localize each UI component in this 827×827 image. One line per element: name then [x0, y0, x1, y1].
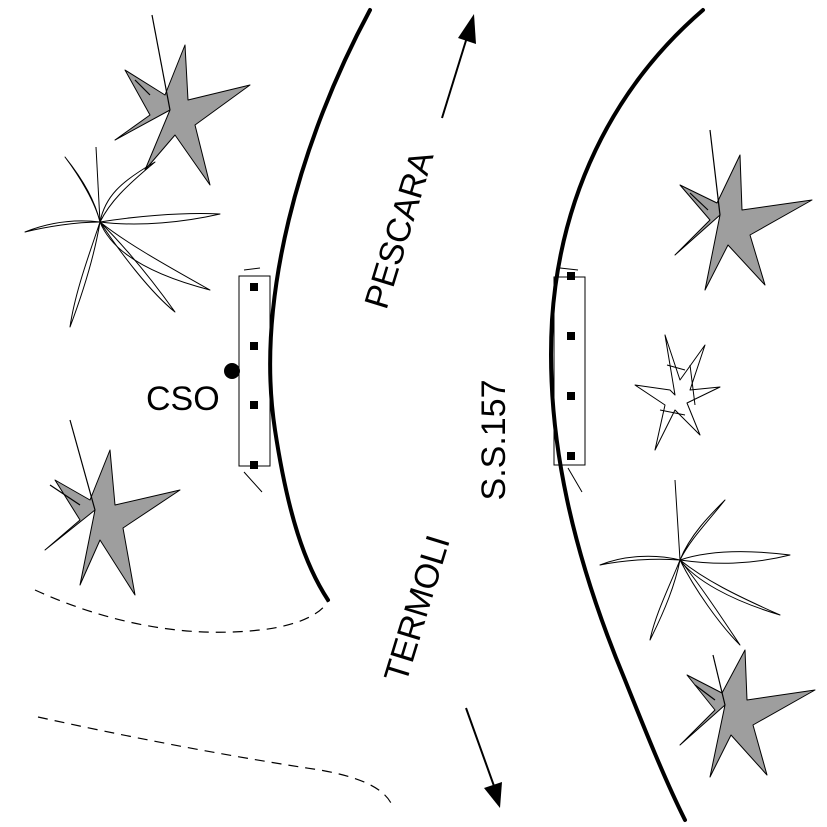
road-label: S.S.157	[475, 380, 513, 501]
plant-outline-right-small	[634, 334, 721, 451]
dashed-boundary-upper	[34, 589, 329, 633]
plant-outline-left	[24, 146, 221, 328]
cso-label: CSO	[146, 380, 220, 418]
arrow-north	[441, 14, 476, 119]
drainage-channel-right	[553, 267, 586, 493]
plant-filled-bottom-right	[679, 649, 816, 778]
cso-point-marker	[224, 363, 240, 379]
direction-label-pescara: PESCARA	[358, 146, 442, 313]
plant-outline-right	[599, 479, 791, 646]
dashed-boundary-lower	[37, 716, 393, 806]
road-right-edge	[548, 8, 705, 822]
arrow-south	[465, 707, 502, 808]
road-left-edge	[268, 8, 372, 602]
plant-filled-top-right	[674, 129, 813, 291]
drainage-channel-left	[238, 267, 271, 493]
plant-filled-top-left	[114, 14, 251, 186]
direction-label-termoli: TERMOLI	[377, 531, 458, 687]
plant-filled-mid-left	[44, 419, 181, 596]
